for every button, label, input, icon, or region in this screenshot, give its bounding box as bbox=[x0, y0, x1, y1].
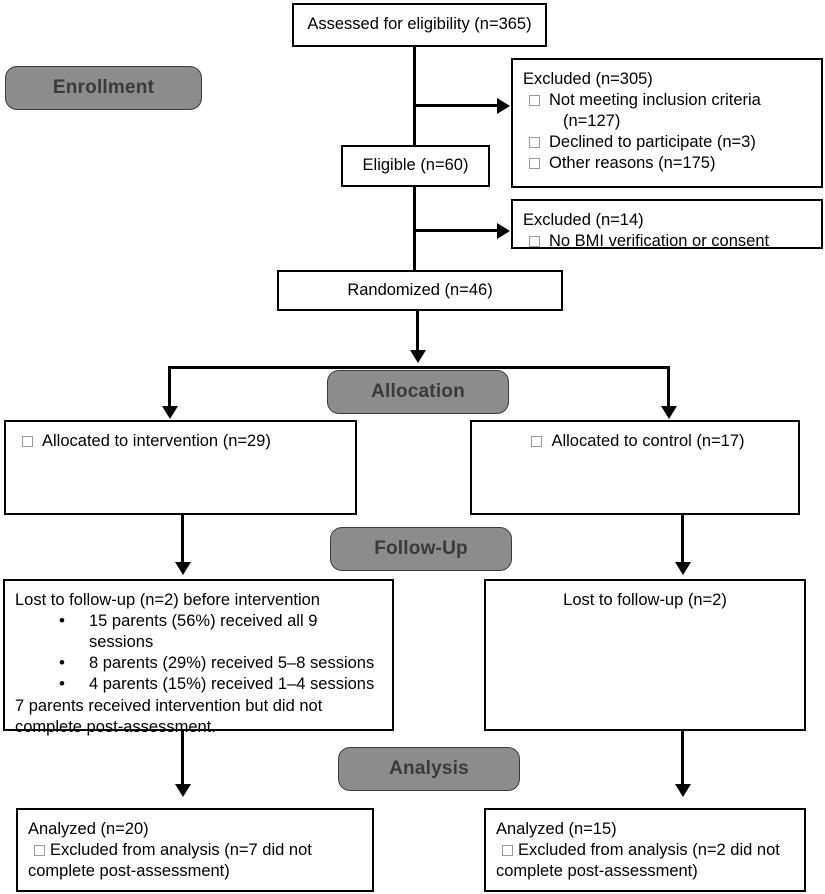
excluded-305-title: Excluded (n=305) bbox=[523, 70, 653, 88]
arrowhead-analysis-right bbox=[674, 784, 691, 797]
followup-intervention-content: Lost to follow-up (n=2) before intervent… bbox=[15, 590, 382, 738]
analyzed-intervention-excluded-item: Excluded from analysis (n=7 did not bbox=[28, 840, 362, 861]
connector-to-excluded-14 bbox=[413, 229, 505, 232]
arrowhead-analysis-left bbox=[174, 784, 191, 797]
excluded-305-item-1-continuation: (n=127) bbox=[563, 112, 621, 131]
box-followup-intervention: Lost to follow-up (n=2) before intervent… bbox=[3, 579, 394, 736]
stage-label-followup: Follow-Up bbox=[330, 527, 512, 571]
box-analyzed-intervention: Analyzed (n=20) Excluded from analysis (… bbox=[16, 808, 374, 892]
allocated-intervention-item: Allocated to intervention (n=29) bbox=[16, 431, 345, 452]
allocated-intervention-text: Allocated to intervention (n=29) bbox=[42, 432, 271, 450]
excluded-305-item-1-text: Not meeting inclusion criteria bbox=[549, 91, 761, 110]
arrowhead-allocation-left bbox=[161, 406, 178, 419]
followup-intervention-bullets: 15 parents (56%) received all 9 sessions… bbox=[15, 610, 382, 695]
analyzed-intervention-heading: Analyzed (n=20) bbox=[28, 820, 149, 838]
arrowhead-followup-left bbox=[174, 562, 191, 575]
arrowhead-allocation-right bbox=[660, 406, 677, 419]
connector-randomized-down bbox=[416, 310, 419, 354]
connector-allocation-left-drop bbox=[168, 366, 171, 410]
arrowhead-randomized-down bbox=[409, 350, 426, 363]
box-eligible: Eligible (n=60) bbox=[341, 145, 490, 187]
followup-intervention-bullet-1: 15 parents (56%) received all 9 sessions bbox=[15, 610, 382, 653]
eligible-text: Eligible (n=60) bbox=[362, 156, 469, 175]
stage-label-enrollment: Enrollment bbox=[5, 66, 202, 110]
excluded-14-item-1: No BMI verification or consent bbox=[523, 231, 811, 252]
analyzed-control-excluded-line-1: Excluded from analysis (n=2 did not bbox=[518, 841, 780, 860]
arrowhead-excluded-14 bbox=[497, 222, 510, 239]
analyzed-intervention-excluded-line-2: complete post-assessment) bbox=[28, 862, 230, 881]
allocated-control-item: Allocated to control (n=17) bbox=[525, 431, 745, 452]
connector-analysis-left bbox=[181, 730, 184, 788]
followup-intervention-heading: Lost to follow-up (n=2) before intervent… bbox=[15, 591, 320, 609]
arrowhead-excluded-305 bbox=[497, 97, 510, 114]
stage-label-analysis: Analysis bbox=[338, 747, 520, 791]
box-assessed-for-eligibility: Assessed for eligibility (n=365) bbox=[292, 3, 547, 47]
connector-allocation-right-drop bbox=[667, 366, 670, 410]
connector-to-excluded-305 bbox=[413, 104, 505, 107]
analyzed-control-content: Analyzed (n=15) Excluded from analysis (… bbox=[496, 819, 794, 882]
connector-followup-left bbox=[181, 514, 184, 566]
followup-intervention-bullet-3: 4 parents (15%) received 1–4 sessions bbox=[15, 673, 382, 695]
excluded-14-content: Excluded (n=14) No BMI verification or c… bbox=[523, 210, 811, 252]
stage-analysis-text: Analysis bbox=[389, 758, 469, 779]
excluded-305-item-2: Declined to participate (n=3) bbox=[523, 132, 811, 153]
stage-followup-text: Follow-Up bbox=[374, 538, 468, 559]
analyzed-intervention-content: Analyzed (n=20) Excluded from analysis (… bbox=[28, 819, 362, 882]
allocated-control-text: Allocated to control (n=17) bbox=[551, 432, 745, 450]
analyzed-control-excluded-line-2: complete post-assessment) bbox=[496, 862, 698, 881]
randomized-text: Randomized (n=46) bbox=[347, 280, 493, 299]
connector-allocation-split-bar bbox=[168, 366, 670, 369]
stage-enrollment-text: Enrollment bbox=[52, 77, 155, 98]
followup-intervention-footer-line-2: complete post-assessment. bbox=[15, 717, 216, 736]
box-analyzed-control: Analyzed (n=15) Excluded from analysis (… bbox=[484, 808, 806, 892]
box-randomized: Randomized (n=46) bbox=[277, 270, 563, 311]
analyzed-control-heading: Analyzed (n=15) bbox=[496, 820, 617, 838]
assessed-text: Assessed for eligibility (n=365) bbox=[307, 15, 532, 34]
excluded-14-item-1-text: No BMI verification or consent bbox=[549, 232, 770, 251]
box-allocated-intervention: Allocated to intervention (n=29) bbox=[4, 420, 357, 515]
box-excluded-305: Excluded (n=305) Not meeting inclusion c… bbox=[511, 58, 823, 188]
excluded-305-item-1: Not meeting inclusion criteria (n=127) bbox=[523, 90, 811, 132]
connector-analysis-right bbox=[681, 730, 684, 788]
excluded-305-item-3-text: Other reasons (n=175) bbox=[549, 154, 716, 173]
followup-intervention-footer-line-1: 7 parents received intervention but did … bbox=[15, 696, 323, 715]
excluded-305-item-2-text: Declined to participate (n=3) bbox=[549, 133, 756, 152]
excluded-305-item-3: Other reasons (n=175) bbox=[523, 153, 811, 174]
connector-followup-right bbox=[681, 514, 684, 566]
box-allocated-control: Allocated to control (n=17) bbox=[470, 420, 800, 515]
stage-allocation-text: Allocation bbox=[371, 381, 465, 402]
box-excluded-14: Excluded (n=14) No BMI verification or c… bbox=[511, 199, 823, 252]
excluded-14-title: Excluded (n=14) bbox=[523, 211, 644, 229]
analyzed-intervention-excluded-line-1: Excluded from analysis (n=7 did not bbox=[50, 841, 312, 860]
excluded-305-content: Excluded (n=305) Not meeting inclusion c… bbox=[523, 69, 811, 175]
arrowhead-followup-right bbox=[674, 562, 691, 575]
stage-label-allocation: Allocation bbox=[327, 370, 509, 414]
followup-control-heading: Lost to follow-up (n=2) bbox=[563, 591, 727, 609]
followup-intervention-bullet-2: 8 parents (29%) received 5–8 sessions bbox=[15, 652, 382, 674]
analyzed-control-excluded-item: Excluded from analysis (n=2 did not bbox=[496, 840, 794, 861]
box-followup-control: Lost to follow-up (n=2) bbox=[484, 579, 806, 731]
